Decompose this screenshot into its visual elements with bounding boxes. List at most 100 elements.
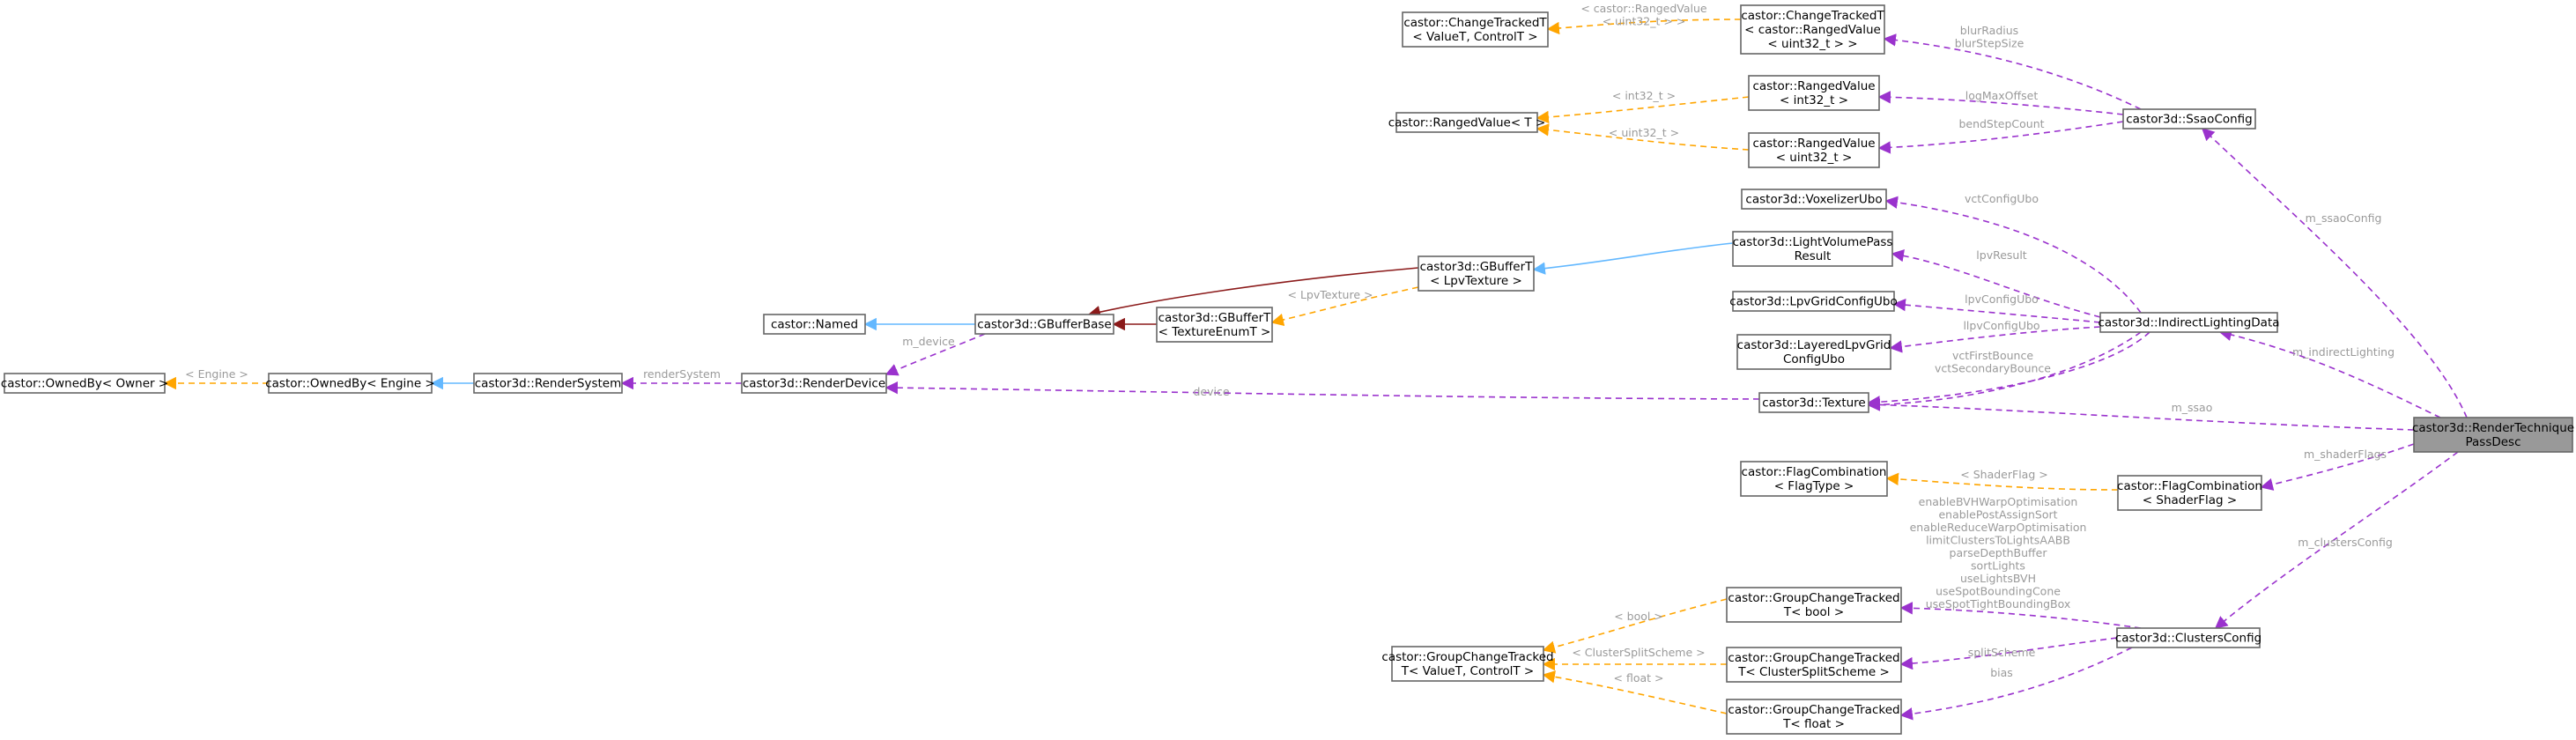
edge-label-llpv-config-ubo: llpvConfigUbo — [1963, 319, 2039, 332]
class-node-clustersconfig[interactable]: castor3d::ClustersConfig — [2115, 627, 2261, 648]
class-node-ssaoconfig[interactable]: castor3d::SsaoConfig — [2122, 108, 2256, 130]
edge-label-device: device — [1193, 385, 1229, 398]
edge-label-vct-config-ubo: vctConfigUbo — [1965, 192, 2039, 205]
edge-member-20 — [1867, 331, 2150, 409]
class-node-flagcombination-shaderflag[interactable]: castor::FlagCombination< ShaderFlag > — [2117, 475, 2262, 511]
edge-private-6 — [1087, 267, 1419, 319]
edge-member-16 — [1884, 196, 2142, 314]
edge-label-m-ssao-config: m_ssaoConfig — [2306, 211, 2382, 225]
class-node-rangedvalue-uint32[interactable]: castor::RangedValue< uint32_t > — [1748, 132, 1880, 168]
edge-label-bend-step-count: bendStepCount — [1958, 117, 2044, 130]
edge-member-15 — [1877, 121, 2124, 154]
class-node-label: castor::FlagCombination< ShaderFlag > — [2117, 479, 2262, 507]
class-node-label: castor::OwnedBy< Owner > — [1, 377, 168, 391]
edge-label-lpv-config-ubo: lpvConfigUbo — [1965, 292, 2039, 306]
class-node-ownedby-engine[interactable]: castor::OwnedBy< Engine > — [265, 373, 435, 394]
class-node-label: castor3d::IndirectLightingData — [2098, 316, 2279, 330]
class-node-label: castor::RangedValue< uint32_t > — [1752, 137, 1875, 165]
class-node-label: castor3d::ClustersConfig — [2115, 632, 2261, 646]
edge-member-21 — [1867, 331, 2142, 411]
class-node-ownedby-owner[interactable]: castor::OwnedBy< Owner > — [1, 373, 168, 394]
class-node-label: castor3d::GBufferT< LpvTexture > — [1420, 260, 1534, 288]
edge-label-bool-tmpl: < bool > — [1614, 610, 1663, 623]
edge-member-5 — [885, 333, 986, 376]
class-node-gbufferbase[interactable]: castor3d::GBufferBase — [974, 314, 1114, 335]
edge-label-m-ssao: m_ssao — [2172, 401, 2213, 414]
edge-label-lpv-result: lpvResult — [1976, 248, 2027, 262]
edge-tmpl-25 — [1885, 472, 2119, 491]
edge-inherit-8 — [1532, 242, 1734, 275]
edges-layer — [163, 18, 2468, 721]
edge-member-17 — [1891, 249, 2101, 318]
class-node-indirectlightingdata[interactable]: castor3d::IndirectLightingData — [2098, 312, 2280, 333]
edge-member-9 — [885, 381, 1760, 400]
class-node-renderdevice[interactable]: castor3d::RenderDevice — [741, 373, 887, 394]
class-node-label: castor::RangedValue< T > — [1388, 116, 1546, 130]
class-node-changetrackedt-ranged[interactable]: castor::ChangeTrackedT< castor::RangedVa… — [1740, 4, 1885, 55]
class-node-label: castor3d::SsaoConfig — [2126, 113, 2253, 127]
edge-member-22 — [1867, 398, 2415, 431]
edge-member-19 — [1889, 326, 2101, 353]
class-node-label: castor::FlagCombination< FlagType > — [1742, 465, 1887, 493]
class-node-gbuffert-texenum[interactable]: castor3d::GBufferT< TextureEnumT > — [1156, 307, 1273, 343]
edge-label-log-max-offset: logMaxOffset — [1965, 89, 2039, 102]
edge-label-m-indirect-lighting: m_indirectLighting — [2292, 345, 2395, 359]
edge-label-bias: bias — [1990, 666, 2013, 679]
class-node-rangedvalue-t[interactable]: castor::RangedValue< T > — [1388, 112, 1546, 133]
class-node-label: castor::ChangeTrackedT< castor::RangedVa… — [1741, 9, 1884, 51]
edge-label-m-clusters-config: m_clustersConfig — [2298, 536, 2393, 549]
class-node-rendersystem[interactable]: castor3d::RenderSystem — [473, 373, 623, 394]
class-node-label: castor3d::RenderDevice — [743, 377, 885, 391]
nodes-layer: castor::OwnedBy< Owner > castor::OwnedBy<… — [1, 4, 2574, 735]
class-node-texture[interactable]: castor3d::Texture — [1758, 392, 1869, 413]
class-node-voxelizerubo[interactable]: castor3d::VoxelizerUbo — [1741, 189, 1887, 210]
class-node-named[interactable]: castor::Named — [763, 314, 866, 335]
edge-member-18 — [1892, 298, 2101, 323]
edge-tmpl-10 — [1546, 18, 1742, 35]
edge-label-m-device: m_device — [902, 335, 955, 348]
class-node-gbuffert-lpv[interactable]: castor3d::GBufferT< LpvTexture > — [1418, 255, 1535, 292]
class-node-label: castor::OwnedBy< Engine > — [265, 377, 435, 391]
edge-member-14 — [1877, 91, 2124, 115]
class-node-label: castor::RangedValue< int32_t > — [1752, 79, 1875, 107]
edge-member-13 — [1883, 33, 2142, 110]
edge-label-split-tmpl: < ClusterSplitScheme > — [1572, 646, 1705, 659]
class-node-label: castor3d::GBufferBase — [977, 318, 1111, 332]
edge-label-uint32-tmpl: < uint32_t > — [1609, 126, 1679, 139]
class-node-lpvgridconfigubo[interactable]: castor3d::LpvGridConfigUbo — [1729, 291, 1898, 312]
class-node-flagcombination-generic[interactable]: castor::FlagCombination< FlagType > — [1740, 461, 1888, 497]
class-node-changetrackedt-generic[interactable]: castor::ChangeTrackedT< ValueT, ControlT… — [1402, 11, 1549, 48]
edge-label-int32-tmpl: < int32_t > — [1612, 89, 1676, 102]
edge-tmpl-30 — [1542, 670, 1728, 714]
edge-label-engine-tmpl: < Engine > — [185, 367, 248, 381]
edge-member-31 — [1899, 602, 2142, 629]
class-node-label: castor::ChangeTrackedT< ValueT, ControlT… — [1403, 16, 1547, 44]
class-node-label: castor3d::VoxelizerUbo — [1745, 193, 1882, 207]
class-node-label: castor3d::LpvGridConfigUbo — [1729, 295, 1898, 309]
edge-label-ranged-uint32-tmpl: < castor::RangedValue< uint32_t > > — [1580, 2, 1707, 28]
class-node-label: castor::Named — [771, 318, 858, 332]
class-node-label: castor3d::GBufferT< TextureEnumT > — [1158, 311, 1272, 339]
edge-label-shader-flag-tmpl: < ShaderFlag > — [1960, 468, 2047, 481]
edge-member-26 — [2260, 443, 2415, 491]
class-node-rangedvalue-int32[interactable]: castor::RangedValue< int32_t > — [1748, 75, 1880, 111]
